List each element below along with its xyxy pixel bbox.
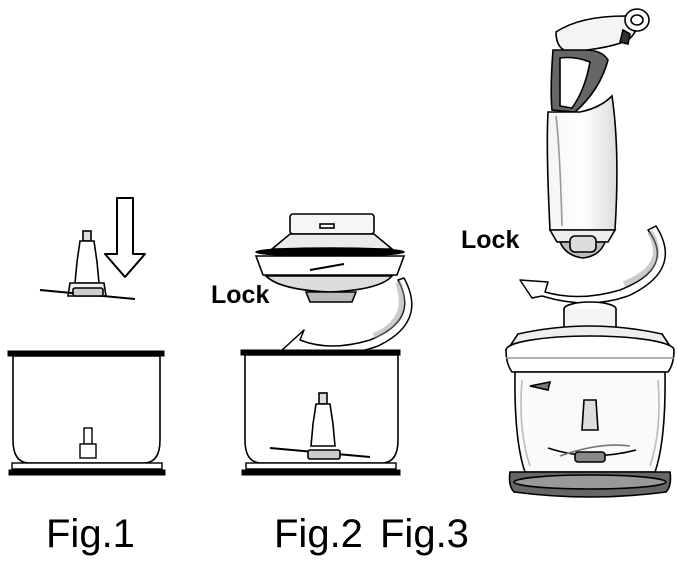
fig1-illustration xyxy=(7,197,166,476)
lock-rotation-arrow-icon xyxy=(519,225,667,304)
fig3-caption: Fig.3 xyxy=(380,512,469,556)
fig3-lock-label: Lock xyxy=(461,226,520,254)
fig2-caption: Fig.2 xyxy=(274,512,363,556)
lid xyxy=(254,213,406,303)
blade-unit xyxy=(39,230,136,300)
fig2-lock-label: Lock xyxy=(211,281,270,309)
blade-unit xyxy=(269,392,371,460)
fig2-illustration xyxy=(240,213,413,476)
chopper-bowl xyxy=(505,301,675,498)
fig3-illustration xyxy=(505,8,675,498)
motor-unit xyxy=(546,8,650,259)
down-arrow-icon xyxy=(104,197,146,278)
fig1-caption: Fig.1 xyxy=(46,512,135,556)
bowl xyxy=(7,350,166,476)
